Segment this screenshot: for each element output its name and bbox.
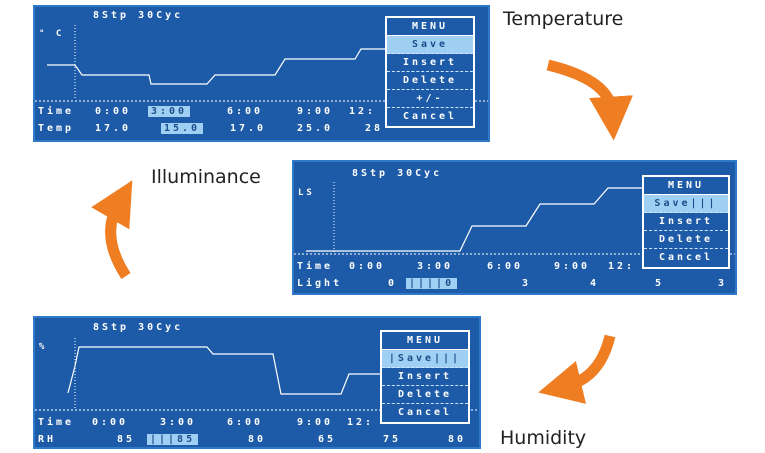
menu-item-insert[interactable]: Insert	[387, 54, 473, 72]
menu-item-insert[interactable]: Insert	[644, 213, 728, 231]
value-cell[interactable]: 25.0	[297, 123, 334, 134]
light-panel: 8Stp 30Cyc LS MENU Save||| Insert Delete…	[292, 160, 737, 295]
menu-title: MENU	[382, 332, 468, 350]
menu-item-delete[interactable]: Delete	[382, 386, 468, 404]
unit-label: %	[39, 342, 48, 352]
time-cell-selected[interactable]: 3:00	[148, 106, 191, 117]
menu-item-cancel[interactable]: Cancel	[402, 111, 458, 122]
value-row-label: RH	[38, 434, 57, 445]
menu-item-delete[interactable]: Delete	[387, 72, 473, 90]
value-row: Light 0 ||||0 3 4 5 3	[294, 276, 735, 292]
time-cell[interactable]: 12:	[349, 106, 377, 117]
menu-title: MENU	[387, 18, 473, 36]
menu-item-insert[interactable]: Insert	[382, 368, 468, 386]
value-row: RH 85 |||85 80 65 75 80	[35, 432, 479, 447]
time-row: Time 0:00 3:00 6:00 9:00 12:	[294, 259, 735, 275]
time-cell[interactable]: 12:	[347, 417, 375, 428]
value-row-label: Temp	[38, 123, 75, 134]
time-cell[interactable]: 9:00	[554, 261, 591, 272]
value-cell-selected[interactable]: ||||0	[406, 278, 458, 289]
value-cell[interactable]: 0	[388, 278, 398, 289]
time-cell[interactable]: 3:00	[417, 261, 454, 272]
humidity-panel: 8Stp 30Cyc % MENU |Save||| Insert Delete…	[33, 316, 481, 449]
menu-item-save[interactable]: |Save|||	[382, 350, 468, 368]
time-row: Time 0:00 3:00 6:00 9:00 12:	[35, 104, 488, 120]
time-cell[interactable]: 0:00	[349, 261, 386, 272]
step-cycle-header: 8Stp 30Cyc	[93, 10, 184, 21]
menu-popup: MENU Save||| Insert Delete Cancel	[642, 175, 730, 269]
caption-temperature: Temperature	[503, 8, 624, 30]
value-cell[interactable]: 3	[522, 278, 532, 289]
menu-item-cancel[interactable]: Cancel	[397, 407, 453, 418]
menu-item-save[interactable]: Save	[387, 36, 473, 54]
menu-item-save[interactable]: Save|||	[644, 195, 728, 213]
temperature-panel: 8Stp 30Cyc ° C MENU Save Insert Delete +…	[33, 5, 490, 142]
value-cell-selected[interactable]: |||85	[147, 434, 199, 445]
step-cycle-header: 8Stp 30Cyc	[93, 322, 184, 333]
unit-label: ° C	[39, 29, 65, 39]
time-cell[interactable]: 6:00	[227, 417, 264, 428]
value-cell[interactable]: 3	[718, 278, 728, 289]
curved-arrow-icon	[91, 180, 133, 279]
value-cell[interactable]: 75	[383, 434, 402, 445]
time-cell[interactable]: 6:00	[227, 106, 264, 117]
value-cell[interactable]: 80	[448, 434, 467, 445]
value-cell[interactable]: 80	[248, 434, 267, 445]
curved-arrow-icon	[546, 59, 633, 141]
menu-item-plus-minus[interactable]: +/-	[387, 90, 473, 108]
value-cell[interactable]: 28	[365, 123, 384, 134]
time-cell[interactable]: 9:00	[297, 106, 334, 117]
time-row-label: Time	[38, 106, 75, 117]
value-cell[interactable]: 17.0	[95, 123, 132, 134]
time-cell[interactable]: 0:00	[95, 106, 132, 117]
value-cell[interactable]: 85	[117, 434, 136, 445]
value-cell[interactable]: 5	[655, 278, 665, 289]
time-cell[interactable]: 0:00	[92, 417, 129, 428]
unit-label: LS	[298, 188, 315, 198]
value-cell[interactable]: 4	[590, 278, 600, 289]
value-cell-selected[interactable]: 15.0	[161, 123, 204, 134]
caption-humidity: Humidity	[500, 427, 587, 449]
menu-popup: MENU Save Insert Delete +/- Cancel	[385, 16, 475, 128]
value-cell[interactable]: 65	[318, 434, 337, 445]
step-cycle-header: 8Stp 30Cyc	[352, 168, 443, 179]
time-row-label: Time	[38, 417, 75, 428]
value-row-label: Light	[297, 278, 343, 289]
light-profile-graph	[294, 182, 735, 255]
menu-item-delete[interactable]: Delete	[644, 231, 728, 249]
curved-arrow-icon	[538, 334, 616, 404]
value-cell[interactable]: 17.0	[230, 123, 267, 134]
menu-item-cancel[interactable]: Cancel	[658, 252, 714, 263]
time-row-label: Time	[297, 261, 334, 272]
time-row: Time 0:00 3:00 6:00 9:00 12:	[35, 415, 479, 431]
time-cell[interactable]: 9:00	[297, 417, 334, 428]
time-cell[interactable]: 12:	[608, 261, 636, 272]
menu-popup: MENU |Save||| Insert Delete Cancel	[380, 330, 470, 424]
value-row: Temp 17.0 15.0 17.0 25.0 28	[35, 121, 488, 137]
menu-title: MENU	[644, 177, 728, 195]
caption-illuminance: Illuminance	[151, 166, 261, 188]
time-cell[interactable]: 3:00	[160, 417, 197, 428]
time-cell[interactable]: 6:00	[487, 261, 524, 272]
